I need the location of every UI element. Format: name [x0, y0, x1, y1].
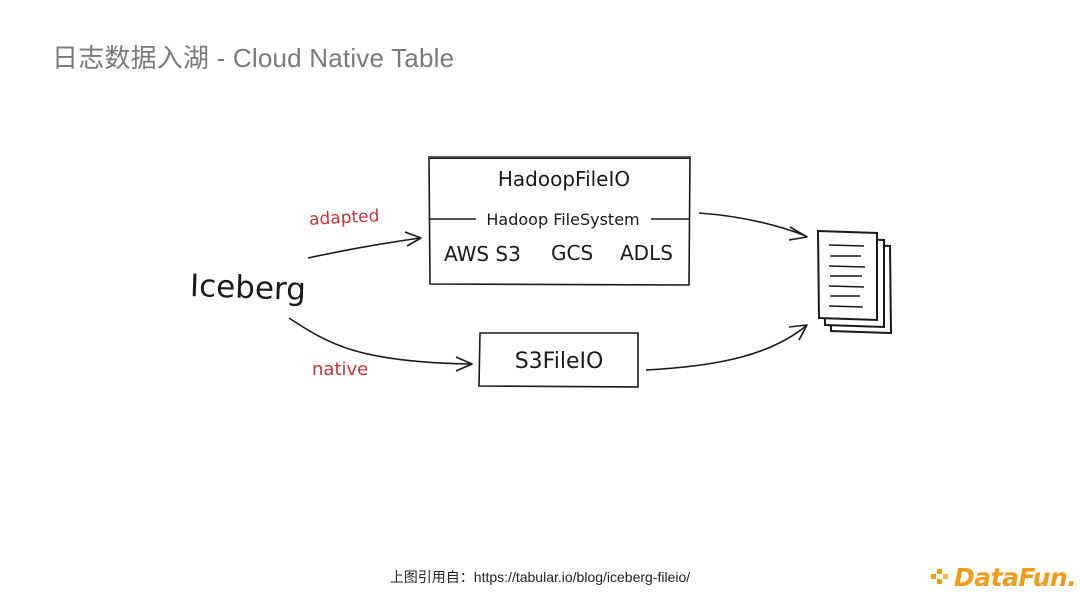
hadoop-to-files-arrow-head [788, 226, 808, 241]
native-label: native [312, 359, 368, 380]
s3-fileio-title: S3FileIO [515, 349, 604, 374]
adapted-label: adapted [309, 206, 380, 230]
hadoop-fileio-box: HadoopFileIO Hadoop FileSystem AWS S3 GC… [428, 156, 691, 286]
image-citation: 上图引用自：https://tabular.io/blog/iceberg-fi… [389, 569, 691, 585]
backend-gcs: GCS [551, 241, 593, 265]
datafun-logo-text: DataFun. [954, 562, 1077, 592]
s3-to-files-arrow [645, 325, 807, 371]
iceberg-fileio-diagram: Iceberg adapted native HadoopFileIO Hado… [189, 156, 893, 388]
datafun-logo-mark-icon [931, 569, 948, 584]
hadoop-to-files-arrow [698, 212, 807, 237]
hadoop-filesystem-label: Hadoop FileSystem [486, 210, 639, 229]
file-stack-icon [816, 229, 893, 335]
adapted-arrow [307, 237, 421, 259]
hadoop-fileio-title: HadoopFileIO [498, 167, 630, 191]
s3-box-outline [478, 332, 639, 388]
s3-fileio-box: S3FileIO [478, 332, 639, 388]
iceberg-label: Iceberg [189, 268, 306, 308]
hadoop-box-outline [428, 156, 691, 286]
datafun-logo: DataFun. [930, 560, 1077, 594]
native-arrow [288, 317, 471, 365]
slide-title: 日志数据入湖 - Cloud Native Table [52, 43, 455, 73]
backend-adls: ADLS [620, 241, 673, 265]
s3-to-files-arrow-head [788, 324, 808, 341]
adapted-arrow-head [404, 231, 422, 247]
native-arrow-head [455, 356, 473, 372]
backend-aws-s3: AWS S3 [444, 242, 521, 266]
